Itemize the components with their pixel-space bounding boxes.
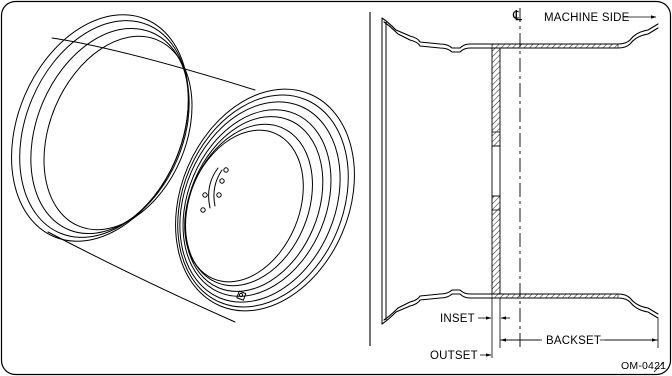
machine-side-label: MACHINE SIDE	[544, 12, 630, 24]
outset-label: OUTSET	[430, 350, 478, 362]
inset-label: INSET	[440, 313, 475, 325]
backset-label: BACKSET	[546, 335, 601, 347]
centerline-symbol: ℄	[512, 7, 522, 23]
figure-id-label: OM-0421	[621, 360, 666, 372]
rim-isometric-view	[11, 14, 355, 323]
rim-cross-section	[369, 8, 665, 373]
